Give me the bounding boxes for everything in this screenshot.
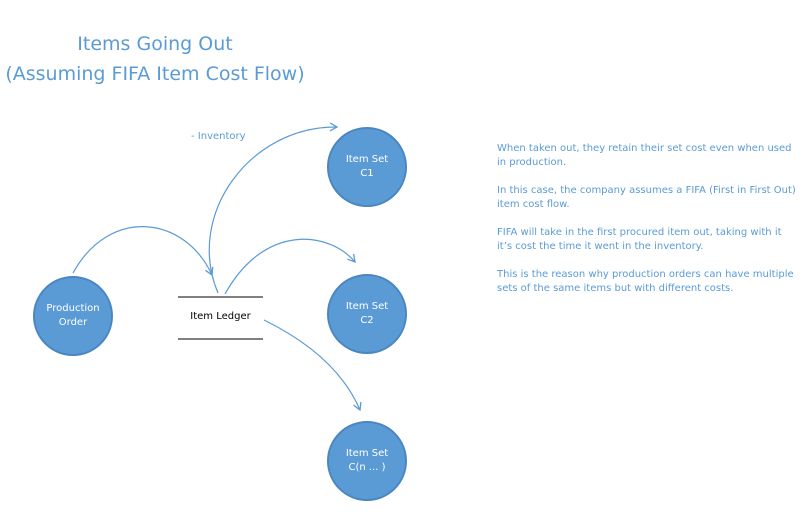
- arrow-ledger-to-cn: [263, 319, 362, 412]
- note-paragraph-1: When taken out, they retain their set co…: [497, 143, 792, 168]
- item-set-cn-node: Item Set C(n ... ): [327, 421, 407, 501]
- note-paragraph-3: FIFA will take in the first procured ite…: [497, 227, 782, 252]
- notes-panel: When taken out, they retain their set co…: [497, 142, 797, 310]
- production-order-label-2: Order: [58, 317, 88, 328]
- arrow-ledger-to-c2: [224, 238, 356, 295]
- item-set-cn-label-2: C(n ... ): [348, 462, 386, 473]
- diagram-title-line-2: (Assuming FIFA Item Cost Flow): [5, 63, 305, 85]
- item-set-cn-label-1: Item Set: [345, 448, 389, 459]
- production-order-label-1: Production: [46, 303, 100, 314]
- note-paragraph-4: This is the reason why production orders…: [497, 269, 794, 294]
- item-ledger-label: Item Ledger: [190, 311, 251, 322]
- inventory-label: - Inventory: [191, 131, 246, 142]
- item-set-c1-node: Item Set C1: [327, 127, 407, 207]
- arrow-ledger-to-c1: [208, 122, 339, 294]
- item-set-c2-label-1: Item Set: [345, 301, 389, 312]
- diagram-title-line-1: Items Going Out: [77, 33, 233, 55]
- item-set-c2-label-2: C2: [360, 315, 374, 326]
- item-set-c1-label-2: C1: [360, 168, 374, 179]
- note-paragraph-2: In this case, the company assumes a FIFA…: [497, 185, 796, 210]
- arrow-production-to-ledger: [72, 226, 214, 277]
- item-set-c1-label-1: Item Set: [345, 154, 389, 165]
- item-set-c2-node: Item Set C2: [327, 274, 407, 354]
- production-order-node: Production Order: [33, 276, 113, 356]
